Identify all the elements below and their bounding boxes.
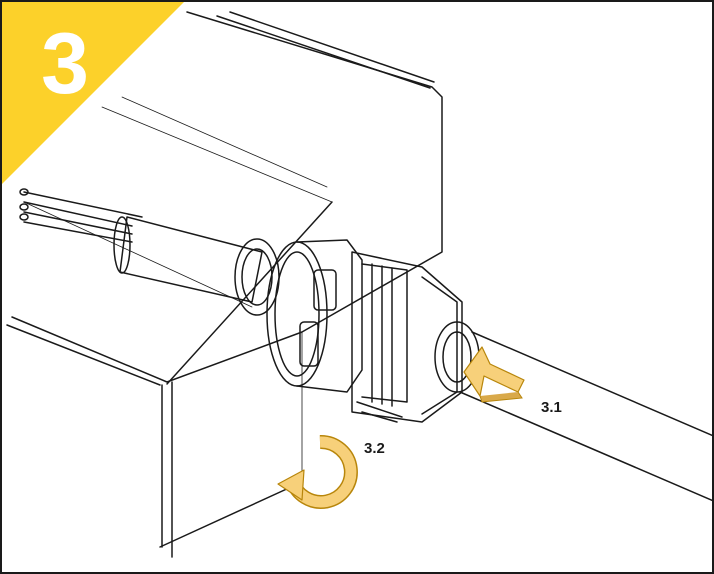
step-badge — [2, 2, 184, 184]
inner-wires — [19, 188, 263, 303]
arrow-right-icon — [463, 346, 525, 403]
cable-gland — [234, 238, 480, 423]
rotate-clockwise-icon — [277, 434, 358, 509]
callout-rotate-label: 3.2 — [364, 440, 385, 457]
callout-push-label: 3.1 — [541, 399, 562, 416]
step-number: 3 — [41, 16, 89, 112]
outer-cable — [459, 331, 712, 502]
